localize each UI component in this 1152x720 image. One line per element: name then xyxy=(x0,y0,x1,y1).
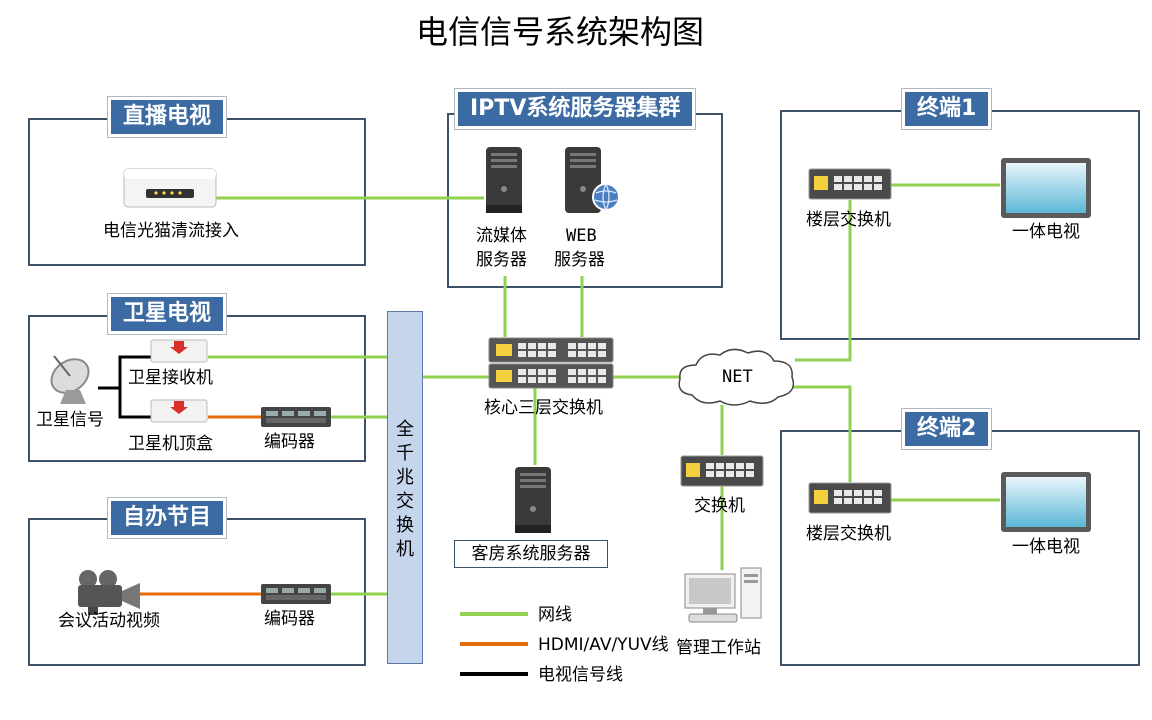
satellite-receiver-label: 卫星接收机 xyxy=(128,368,213,388)
encoder-icon xyxy=(261,584,331,604)
meeting-video-label: 会议活动视频 xyxy=(58,611,160,631)
line-dish-signal xyxy=(98,355,152,390)
tv-icon xyxy=(1001,472,1091,532)
tv-1-label: 一体电视 xyxy=(1012,222,1080,242)
legend-swatch-hdmi xyxy=(460,642,528,646)
satellite-title: 卫星电视 xyxy=(108,294,227,334)
optical-modem-icon xyxy=(123,168,217,208)
terminal1-box xyxy=(780,110,1140,340)
workstation-icon xyxy=(684,567,762,623)
workstation-label: 管理工作站 xyxy=(676,638,761,658)
encoder-icon xyxy=(261,407,331,427)
legend-label-network: 网线 xyxy=(538,605,572,625)
encoder-self-label: 编码器 xyxy=(264,609,315,629)
switch-icon xyxy=(680,455,764,487)
legend-swatch-network xyxy=(460,612,528,616)
web-server-label-2: 服务器 xyxy=(554,250,605,270)
tv-2-label: 一体电视 xyxy=(1012,537,1080,557)
switch-icon xyxy=(808,482,892,514)
receiver-icon xyxy=(150,339,208,363)
switch-label: 交换机 xyxy=(694,496,745,516)
tv-icon xyxy=(1001,158,1091,218)
line-net-to-floor2 xyxy=(790,385,852,482)
set-top-box-icon xyxy=(150,399,208,423)
optical-modem-label: 电信光猫清流接入 xyxy=(103,221,239,241)
streaming-server-label-2: 服务器 xyxy=(476,250,527,270)
iptv-title: IPTV系统服务器集群 xyxy=(455,89,696,129)
switch-icon xyxy=(808,168,892,200)
encoder-sat-label: 编码器 xyxy=(264,432,315,452)
net-label: NET xyxy=(722,367,753,387)
web-server-icon xyxy=(565,147,620,213)
server-icon xyxy=(515,467,551,533)
legend-label-hdmi: HDMI/AV/YUV线 xyxy=(538,635,669,655)
core-switch-icon xyxy=(488,337,614,389)
streaming-server-label-1: 流媒体 xyxy=(476,226,527,246)
cloud-icon xyxy=(678,348,795,406)
terminal2-title: 终端2 xyxy=(902,409,992,449)
satellite-dish-icon xyxy=(50,355,90,404)
page-title: 电信信号系统架构图 xyxy=(415,13,704,51)
legend-swatch-tv-signal xyxy=(460,672,528,676)
line-dish-signal-2 xyxy=(118,388,152,419)
camera-icon xyxy=(78,570,140,615)
terminal1-title: 终端1 xyxy=(902,89,992,129)
satellite-stb-label: 卫星机顶盒 xyxy=(128,434,213,454)
floor-switch-1-label: 楼层交换机 xyxy=(806,210,891,230)
web-server-label-1: WEB xyxy=(566,226,597,246)
satellite-signal-label: 卫星信号 xyxy=(36,410,104,430)
legend-label-tv-signal: 电视信号线 xyxy=(538,665,623,685)
terminal2-box xyxy=(780,430,1140,666)
line-net-to-floor1 xyxy=(795,200,852,362)
globe-icon xyxy=(592,183,620,211)
backbone-label: 全 千 兆 交 换 机 xyxy=(396,419,414,560)
core-switch-label: 核心三层交换机 xyxy=(484,398,603,418)
server-icon xyxy=(486,147,522,213)
self-program-title: 自办节目 xyxy=(108,498,227,538)
floor-switch-2-label: 楼层交换机 xyxy=(806,524,891,544)
backbone-switch xyxy=(387,311,423,664)
guest-server-label: 客房系统服务器 xyxy=(454,540,608,568)
live-tv-title: 直播电视 xyxy=(108,97,227,137)
